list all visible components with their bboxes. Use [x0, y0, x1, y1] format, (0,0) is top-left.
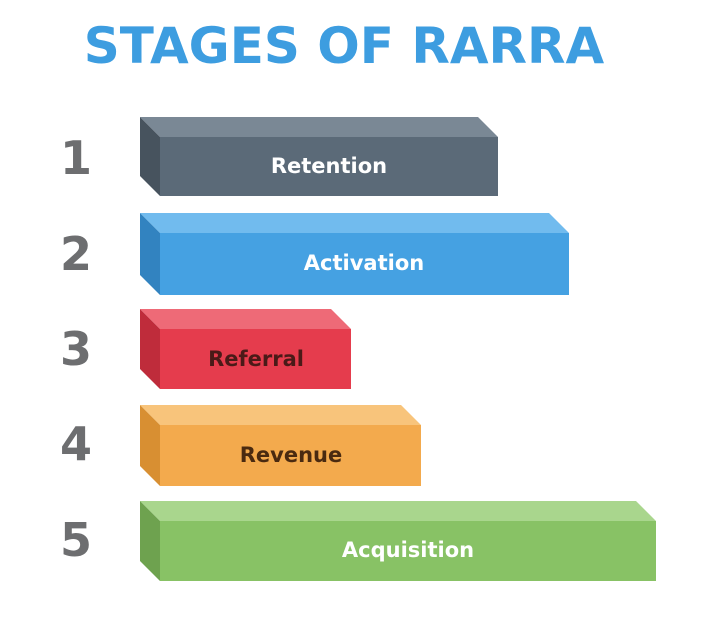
stage-number-3: 3 [60, 322, 93, 376]
stage-bar-3-side [140, 309, 160, 389]
stage-number-4: 4 [60, 417, 93, 471]
stage-bar-1: Retention [140, 117, 498, 196]
stage-bar-4: Revenue [140, 405, 421, 486]
stage-bar-1-front [160, 137, 498, 196]
stage-bar-1-label: Retention [271, 154, 387, 178]
stage-bar-4-front [160, 425, 421, 486]
stage-bar-1-side [140, 117, 160, 196]
stage-bar-5: Acquisition [140, 501, 656, 581]
stage-bar-5-side [140, 501, 160, 581]
stage-bar-4-label: Revenue [240, 443, 343, 467]
stage-bar-3: Referral [140, 309, 351, 389]
stage-bar-2-top [140, 213, 569, 233]
stage-number-1: 1 [60, 131, 93, 185]
page-title: STAGES OF RARRA [83, 17, 605, 75]
stage-bar-4-top [140, 405, 421, 425]
stage-number-2: 2 [60, 227, 93, 281]
stage-bar-5-label: Acquisition [342, 538, 474, 562]
stage-bar-1-top [140, 117, 498, 137]
stage-bar-3-front [160, 329, 351, 389]
stage-bar-3-top [140, 309, 351, 329]
stage-number-5: 5 [60, 513, 93, 567]
stage-bar-4-side [140, 405, 160, 486]
stage-bar-2: Activation [140, 213, 569, 295]
stage-bar-2-side [140, 213, 160, 295]
stage-bar-3-label: Referral [208, 347, 304, 371]
stage-bar-5-top [140, 501, 656, 521]
stage-bar-2-front [160, 233, 569, 295]
stage-bar-5-front [160, 521, 656, 581]
stage-bar-2-label: Activation [304, 251, 424, 275]
